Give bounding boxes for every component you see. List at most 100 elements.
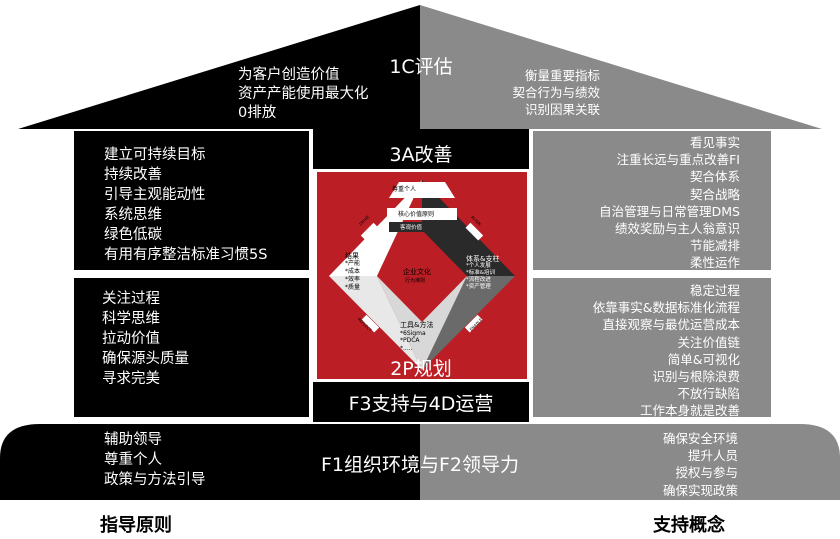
roof-right bbox=[420, 5, 822, 129]
tier1-left-list: 建立可持续目标 持续改善 引导主观能动性 系统思维 绿色低碳 有用有序整洁标准习… bbox=[104, 145, 267, 265]
tier2-right-line: 依靠事实&数据标准化流程 bbox=[592, 300, 740, 316]
tier1-left-line: 有用有序整洁标准习惯5S bbox=[104, 247, 268, 263]
tier1-right-line: 契合体系 bbox=[689, 169, 740, 185]
core-right-item: *个人发展 bbox=[466, 263, 491, 269]
top-bar bbox=[387, 208, 457, 220]
roof-left bbox=[18, 5, 420, 129]
tier2-right-line: 关注价值链 bbox=[677, 334, 740, 350]
tier1-right-line: 看见事实 bbox=[689, 135, 740, 150]
tier1-right-line: 契合战略 bbox=[689, 186, 740, 202]
base-right-list: 确保安全环境 提升人员 授权与参与 确保实现政策 bbox=[663, 430, 738, 499]
panel-left-lower bbox=[74, 278, 309, 417]
tier2-left-line: 拉动价值 bbox=[102, 331, 160, 347]
tier2-right-line: 简单&可视化 bbox=[667, 351, 740, 367]
roof-title: 1C评估 bbox=[389, 56, 453, 78]
core-left-item: *产能 bbox=[345, 260, 361, 267]
tier1-right-line: 自治管理与日常管理DMS bbox=[599, 203, 740, 219]
base-left-line: 政策与方法引导 bbox=[104, 472, 206, 488]
tag-drive bbox=[360, 222, 379, 241]
core-right-item: *资产管理 bbox=[466, 284, 491, 290]
panel-right-lower bbox=[533, 278, 771, 417]
core-top-bar-label: 核心价值原则 bbox=[398, 211, 435, 218]
tier2-right-line: 稳定过程 bbox=[689, 283, 740, 298]
core-center-label: 企业文化 bbox=[403, 268, 431, 276]
core-bottom-item: *PDCA bbox=[400, 337, 420, 344]
core-right-item: *流程改进 bbox=[466, 277, 491, 283]
roof-left-line: 资产产能使用最大化 bbox=[238, 86, 369, 102]
core-top-bar-sub: 客观价值 bbox=[400, 225, 423, 231]
core-left-title: 结果 bbox=[345, 252, 359, 260]
tier1-right-list: 看见事实 注重长远与重点改善FI 契合体系 契合战略 自治管理与日常管理DMS … bbox=[599, 134, 740, 272]
center-bottom-box bbox=[313, 382, 529, 422]
tier1-title: 3A改善 bbox=[389, 144, 453, 166]
tier2-right-line: 识别与根除浪费 bbox=[652, 369, 740, 385]
top-tile bbox=[389, 182, 455, 198]
base-right bbox=[420, 424, 840, 500]
tier2-right-list: 稳定过程 依靠事实&数据标准化流程 直接观察与最优运营成本 关注价值链 简单&可… bbox=[593, 282, 740, 420]
panel-left-upper bbox=[74, 131, 309, 270]
base-right-line: 提升人员 bbox=[687, 448, 738, 464]
tier2-right-line: 直接观察与最优运营成本 bbox=[602, 317, 740, 333]
label-supporting-concepts: 支持概念 bbox=[653, 515, 725, 536]
diamond-left-lower bbox=[329, 276, 422, 370]
tier2-left-line: 科学思维 bbox=[102, 311, 160, 327]
roof-right-line: 衡量重要指标 bbox=[524, 68, 600, 83]
tier1-right-line: 柔性运作 bbox=[689, 255, 740, 271]
core-right-title: 体系&支柱 bbox=[466, 255, 500, 263]
roof-right-line: 识别因果关联 bbox=[524, 102, 600, 118]
base-title: F1组织环境与F2领导力 bbox=[320, 454, 520, 476]
core-right-item: *标准&培训 bbox=[466, 270, 496, 276]
tier2-left-line: 寻求完美 bbox=[102, 371, 160, 387]
base-left bbox=[0, 424, 420, 500]
tier3-title: F3支持与4D运营 bbox=[348, 393, 494, 415]
tier2-left-line: 确保源头质量 bbox=[102, 351, 189, 367]
roof-left-list: 为客户创造价值 资产产能使用最大化 0排放 bbox=[238, 66, 369, 123]
inner-diamond bbox=[377, 230, 467, 322]
base-right-line: 确保安全环境 bbox=[662, 431, 738, 446]
tier1-left-line: 绿色低碳 bbox=[104, 227, 162, 243]
roof-left-line: 为客户创造价值 bbox=[238, 67, 340, 83]
tier2-title: 2P规划 bbox=[390, 358, 452, 380]
tier2-left-list: 关注过程 科学思维 拉动价值 确保源头质量 寻求完美 bbox=[102, 289, 189, 389]
core-left-item: *成本 bbox=[345, 268, 361, 275]
roof-right-list: 衡量重要指标 契合行为与绩效 识别因果关联 bbox=[512, 67, 600, 119]
tier1-left-line: 持续改善 bbox=[104, 167, 162, 183]
tier2-left-line: 关注过程 bbox=[102, 291, 160, 307]
core-left-item: *质量 bbox=[345, 284, 361, 291]
diamond-right bbox=[422, 276, 515, 370]
base-right-line: 确保实现政策 bbox=[662, 482, 738, 498]
tag-enable bbox=[464, 314, 483, 333]
base-left-list: 辅助领导 尊重个人 政策与方法引导 bbox=[104, 430, 206, 490]
tier2-right-line: 工作本身就是改善 bbox=[639, 403, 740, 419]
tier2-right-line: 不放行缺陷 bbox=[677, 386, 740, 402]
tier1-left-line: 引导主观能动性 bbox=[104, 187, 206, 203]
label-guiding-principles: 指导原则 bbox=[100, 515, 172, 536]
base-left-line: 辅助领导 bbox=[104, 432, 162, 448]
core-center-sub: 行为准则 bbox=[405, 278, 426, 284]
tag-align bbox=[465, 222, 484, 241]
core-left-item: *效率 bbox=[345, 276, 361, 283]
center-top-box bbox=[313, 129, 529, 169]
roof-right-line: 契合行为与绩效 bbox=[512, 85, 600, 101]
tier1-left-line: 建立可持续目标 bbox=[104, 147, 206, 163]
tier1-right-line: 绩效奖励与主人翁意识 bbox=[614, 221, 740, 237]
tier1-left-line: 系统思维 bbox=[104, 207, 162, 223]
core-top-label: 尊重个人 bbox=[392, 186, 417, 193]
base-left-line: 尊重个人 bbox=[104, 452, 162, 468]
core-right-block: 体系&支柱 *个人发展 *标准&培训 *流程改进 *资产管理 bbox=[466, 256, 499, 291]
top-bar-sub bbox=[389, 222, 455, 232]
core-diamond bbox=[329, 180, 515, 370]
diamond-bottom bbox=[377, 276, 467, 370]
core-bottom-title: 工具&方法 bbox=[400, 321, 434, 329]
core-bottom-item: *6Sigma bbox=[400, 329, 426, 337]
roof-left-line: 0排放 bbox=[238, 105, 277, 121]
tag-reflect bbox=[361, 314, 380, 333]
tier1-right-line: 节能减排 bbox=[689, 238, 740, 254]
tier1-right-line: 注重长远与重点改善FI bbox=[616, 152, 740, 168]
core-bottom-item: *..... bbox=[400, 344, 413, 352]
core-bottom-block: 工具&方法 *6Sigma *PDCA *..... bbox=[400, 321, 434, 352]
core-left-block: 结果 *产能 *成本 *效率 *质量 bbox=[345, 252, 360, 292]
base-right-line: 授权与参与 bbox=[675, 465, 738, 481]
panel-right-upper bbox=[533, 131, 771, 270]
